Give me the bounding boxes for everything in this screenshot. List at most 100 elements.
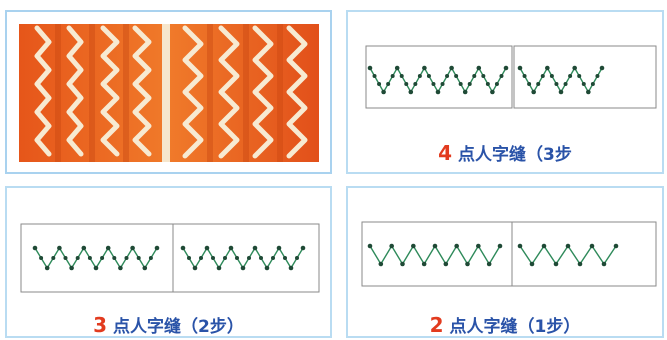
stitch-point [536,82,541,86]
stitch-point [517,243,523,249]
stitch-point [490,89,495,95]
stitch-point [377,82,382,86]
stitch-point [300,245,306,251]
two-point-zigzag-diagram [361,221,657,287]
stitch-point [367,65,373,71]
stitch-point [417,74,422,78]
stitch-point [426,74,431,78]
stitch-point [204,245,210,251]
stitch-point [529,261,535,267]
stitch-point [522,74,527,78]
stitch-point [572,65,577,71]
zigzag-stitch-line [517,243,619,267]
stitch-point [223,256,227,260]
stitch-point [517,65,523,71]
stitch-point [549,74,554,78]
stitch-point [467,82,472,86]
stitch-point [69,265,74,271]
zigzag-stitch-line [517,65,605,95]
stitch-point [476,65,482,71]
stitch-point [445,74,450,78]
stitch-point-count: 3 [93,313,108,337]
stitch-point [75,256,80,260]
stitch-point [553,261,559,267]
stitch-point [271,256,275,260]
fabric-swatch-frame [365,45,513,109]
stitch-point [44,265,50,271]
stitch-point [435,89,441,95]
stitch-point [462,89,468,95]
stitch-point [440,82,445,86]
stitch-point [51,256,56,260]
stitch-point [486,261,492,267]
stitch-point [228,245,234,251]
stitch-point [394,65,400,71]
stitch-point [476,243,481,249]
stitch-point [32,245,38,251]
stitch-point [187,256,191,260]
stitch-point [449,65,454,71]
stitch-point [57,245,62,251]
stitch-point [81,245,87,251]
stitch-point [503,65,509,71]
stitch-point [142,265,148,271]
stitch-point [563,82,568,86]
stitch-point [613,243,619,249]
stitch-point [472,74,477,78]
stitch-point [527,82,532,86]
stitch-point [112,256,117,260]
stitch-point-count: 2 [429,313,444,337]
stitch-point [481,74,486,78]
stitch-point [367,243,373,249]
stitch-point [499,74,504,78]
stitch-point [372,74,377,78]
stitch-point [497,243,503,249]
stitch-point [581,82,586,86]
stitch-point [531,89,536,95]
stitch-point [554,82,559,86]
stitch-point [390,74,395,78]
stitch-point [432,243,438,249]
fabric-swatch-frame [513,45,657,109]
stitch-point [454,243,459,249]
stitch-point [259,256,263,260]
stitch-point [87,256,92,260]
stitch-name-label: 点人字缝（1步） [449,317,581,337]
stitch-point [545,65,550,71]
stitch-point [443,261,449,267]
stitch-point [589,243,595,249]
stitch-point [381,89,386,95]
stitch-point [235,256,239,260]
stitch-point [404,82,409,86]
stitch-point [590,82,595,86]
stitch-point [118,265,123,271]
zigzag-stitch-line [367,65,509,95]
stitch-point [199,256,203,260]
stitch-point [154,245,160,251]
stitch-point [252,245,258,251]
zigzag-stitch-fabric-image [19,24,319,162]
zigzag-stitch-line [367,243,503,267]
stitch-point [421,261,427,267]
stitch-point [216,265,222,271]
stitch-point [378,261,384,267]
stitch-point [422,65,427,71]
stitch-point [565,243,571,249]
stitch-point [136,256,141,260]
stitch-point [431,82,436,86]
stitch-point [288,265,294,271]
stitch-point [148,256,153,260]
stitch-point [124,256,129,260]
stitch-point [180,245,186,251]
stitch-point [100,256,105,260]
stitch-point [192,265,198,271]
stitch-point [93,265,99,271]
stitch-point [276,245,282,251]
fabric-swatch-frame [511,221,657,287]
stitch-point [494,82,499,86]
